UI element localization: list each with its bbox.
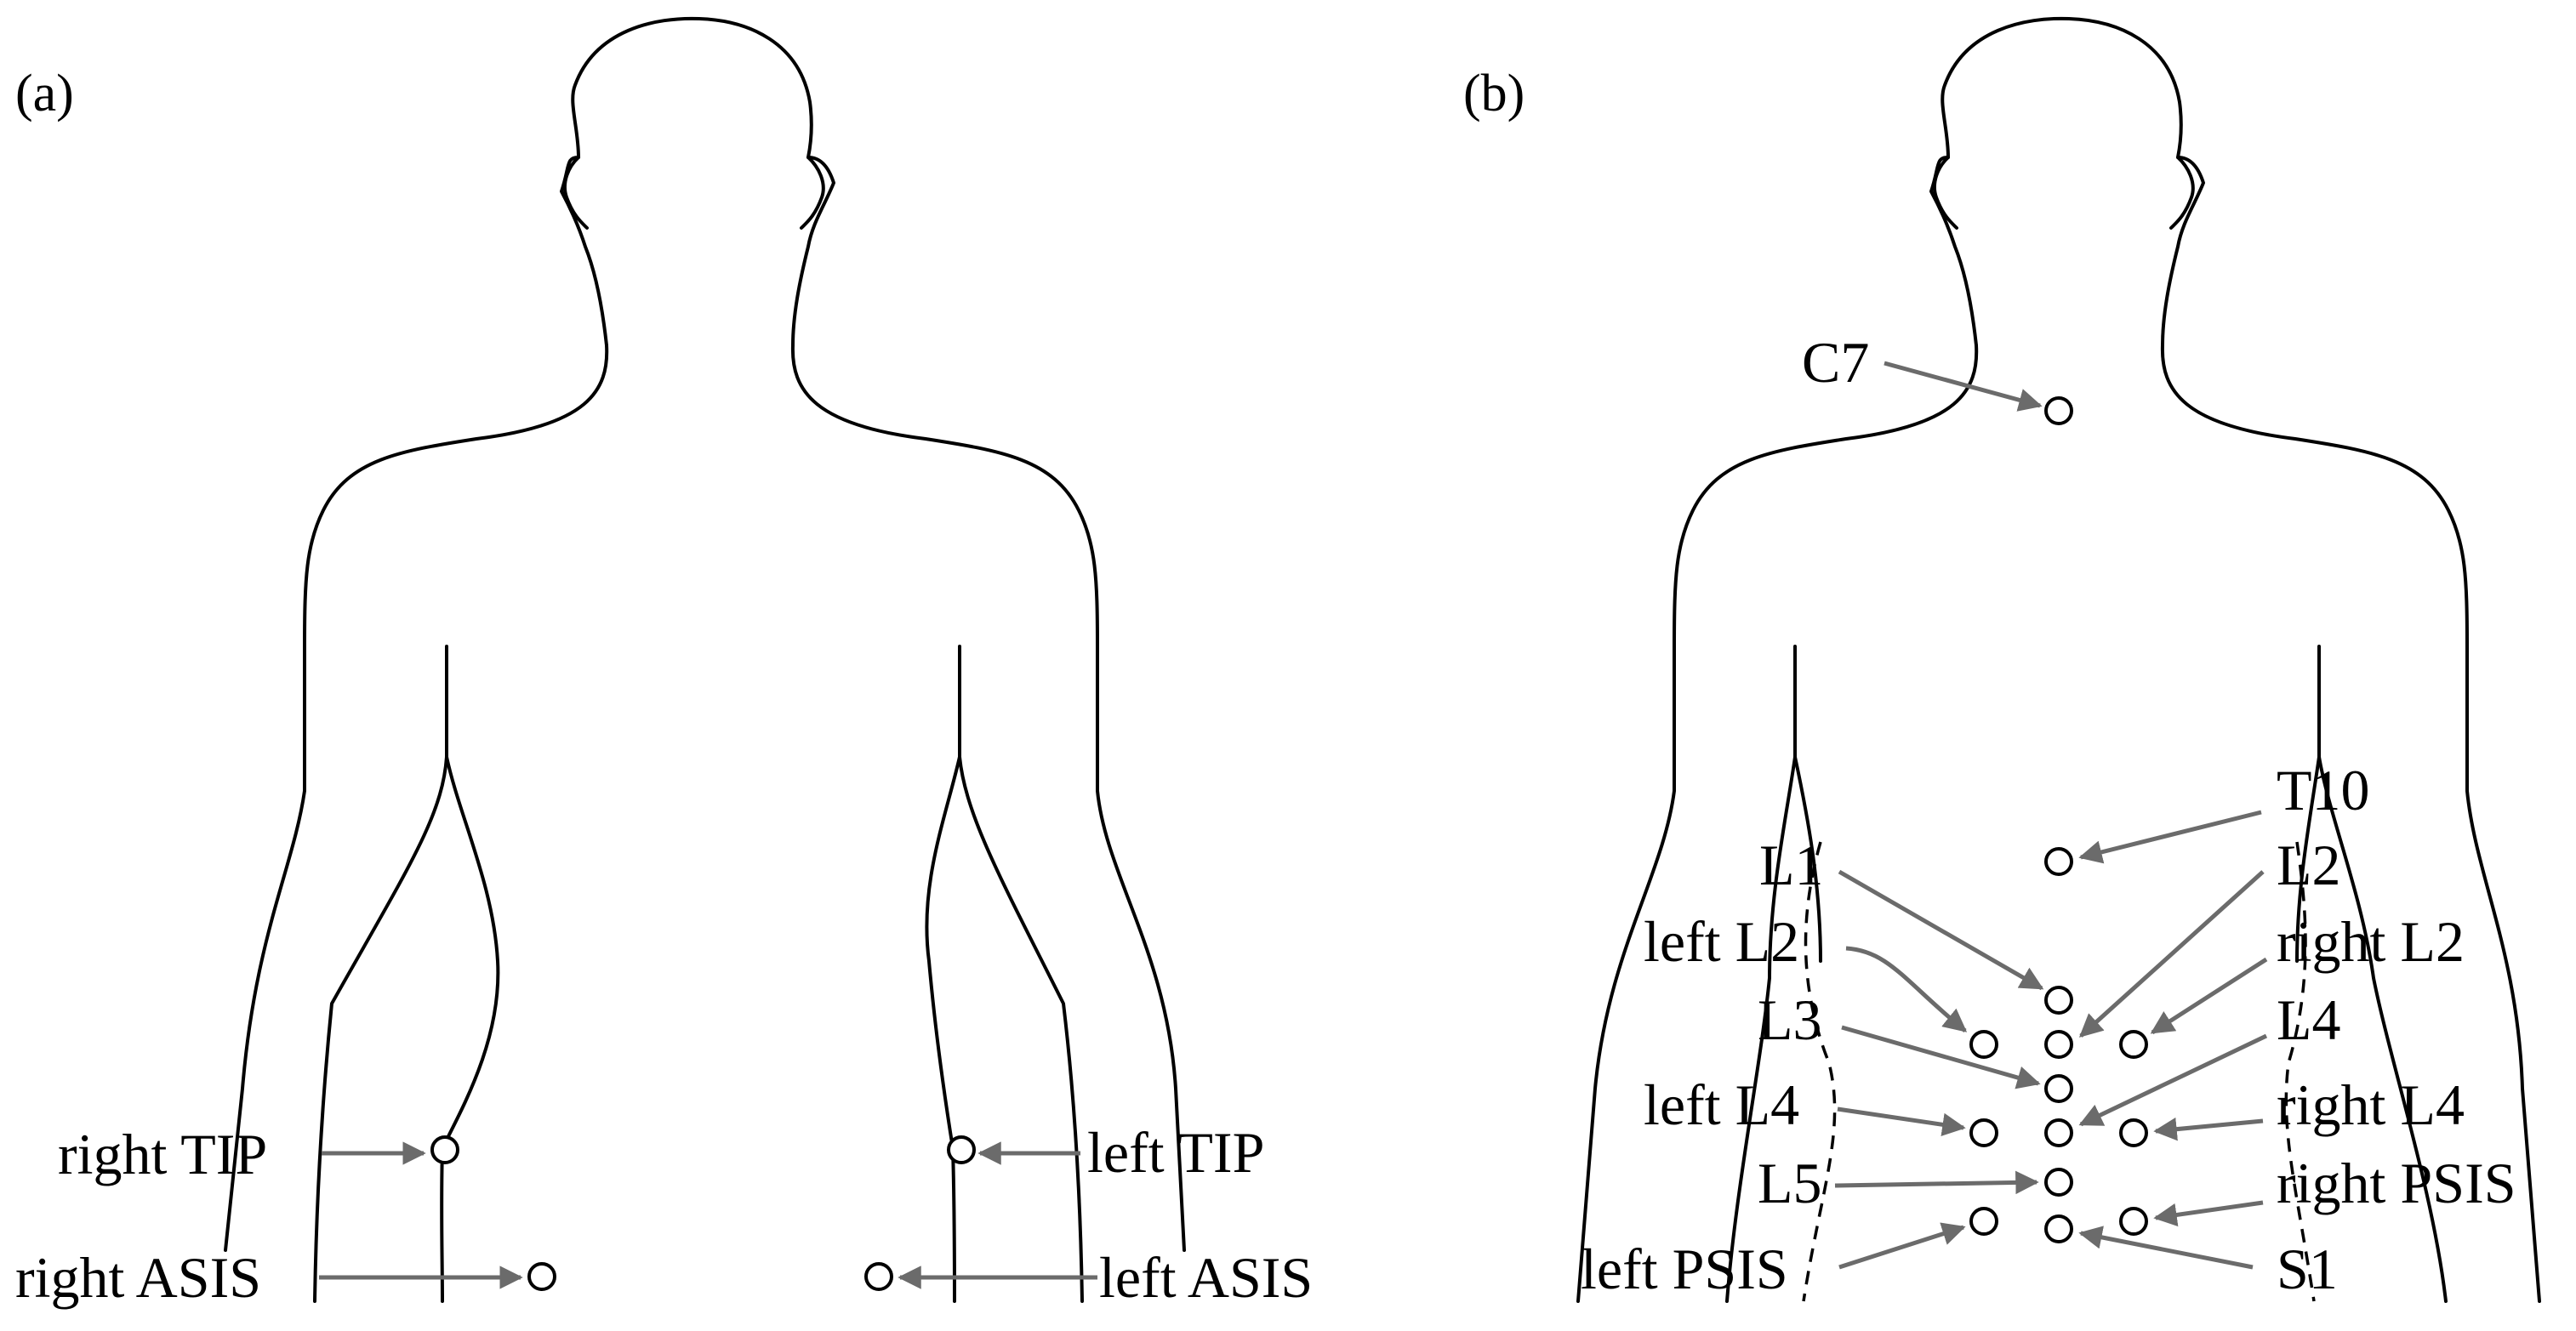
marker-l1 xyxy=(2044,986,2073,1015)
label-left-tip: left TIP xyxy=(1087,1120,1264,1185)
arrow-l3 xyxy=(1841,1025,2041,1089)
body-outline-front xyxy=(224,16,1186,1303)
arrow-right-l4 xyxy=(2153,1117,2264,1141)
label-t10: T10 xyxy=(2277,758,2370,822)
arrow-l4 xyxy=(2078,1033,2268,1127)
marker-left-l4 xyxy=(1969,1118,1998,1147)
label-left-psis: left PSIS xyxy=(1581,1237,1788,1301)
label-l1: L1 xyxy=(1759,833,1824,897)
label-right-l2: right L2 xyxy=(2277,909,2465,974)
label-left-l4: left L4 xyxy=(1644,1072,1799,1137)
label-right-asis: right ASIS xyxy=(15,1245,261,1310)
dashed-contour-left xyxy=(1802,841,1837,1302)
marker-right-l4 xyxy=(2119,1118,2148,1147)
ear-right-back xyxy=(2169,156,2195,230)
arrow-c7 xyxy=(1884,361,2043,412)
marker-t10 xyxy=(2044,847,2073,876)
panel-a: (a) right TIP xyxy=(15,16,1313,1310)
head-outline-back xyxy=(1929,16,2205,347)
arrow-left-l4 xyxy=(1837,1106,1966,1136)
inner-torso-right-back xyxy=(2295,755,2321,963)
label-right-l4: right L4 xyxy=(2277,1072,2465,1137)
marker-c7 xyxy=(2044,396,2073,425)
label-s1: S1 xyxy=(2277,1237,2338,1301)
panel-b: (b) xyxy=(1463,16,2541,1303)
label-right-psis: right PSIS xyxy=(2277,1151,2516,1215)
arrow-l2 xyxy=(2078,870,2265,1038)
inner-arm-right xyxy=(958,645,1084,1303)
ear-left xyxy=(562,156,589,230)
panel-a-label: (a) xyxy=(15,65,74,122)
panel-b-label: (b) xyxy=(1463,65,1525,122)
label-c7: C7 xyxy=(1802,330,1869,395)
arrow-right-l2 xyxy=(2150,957,2268,1035)
arrow-s1 xyxy=(2078,1226,2254,1270)
label-left-asis: left ASIS xyxy=(1099,1245,1313,1310)
marker-right-tip xyxy=(430,1135,459,1164)
torso-side-right xyxy=(925,755,961,1303)
arrow-left-l2 xyxy=(1845,946,1968,1032)
ear-left-back xyxy=(1932,156,1958,230)
arrow-left-psis xyxy=(1838,1222,1966,1270)
inner-arm-right-back xyxy=(2317,645,2448,1303)
marker-left-psis xyxy=(1969,1207,1998,1236)
label-l5: L5 xyxy=(1758,1151,1822,1215)
torso-right xyxy=(790,344,1186,1252)
marker-right-asis xyxy=(527,1262,556,1291)
arrow-right-psis xyxy=(2153,1200,2264,1227)
label-right-tip: right TIP xyxy=(58,1122,267,1186)
label-l3: L3 xyxy=(1758,987,1822,1052)
marker-l4 xyxy=(2044,1118,2073,1147)
marker-right-psis xyxy=(2119,1207,2148,1236)
arrow-l5 xyxy=(1834,1170,2039,1195)
arrow-l1 xyxy=(1838,869,2044,991)
arrow-t10 xyxy=(2078,810,2262,864)
torso-left-back xyxy=(1576,344,1979,1303)
torso-right-back xyxy=(2160,344,2541,1303)
head-outline xyxy=(560,16,835,347)
label-left-l2: left L2 xyxy=(1644,909,1799,974)
inner-arm-left xyxy=(313,645,448,1303)
marker-l2 xyxy=(2044,1030,2073,1059)
body-outline-back xyxy=(1576,16,2541,1303)
torso-side-left xyxy=(440,755,500,1303)
label-l2: L2 xyxy=(2277,833,2341,897)
inner-torso-left-back xyxy=(1793,755,1822,963)
marker-left-asis xyxy=(864,1262,893,1291)
ear-right xyxy=(800,156,825,230)
marker-right-l2 xyxy=(2119,1030,2148,1059)
torso-left xyxy=(224,344,609,1252)
marker-l3 xyxy=(2044,1074,2073,1103)
dashed-contour-right xyxy=(2284,841,2316,1302)
marker-s1 xyxy=(2044,1214,2073,1243)
inner-arm-left-back xyxy=(1725,645,1797,1303)
label-l4: L4 xyxy=(2277,987,2341,1052)
marker-left-tip xyxy=(947,1135,976,1164)
marker-l5 xyxy=(2044,1168,2073,1197)
marker-left-l2 xyxy=(1969,1030,1998,1059)
